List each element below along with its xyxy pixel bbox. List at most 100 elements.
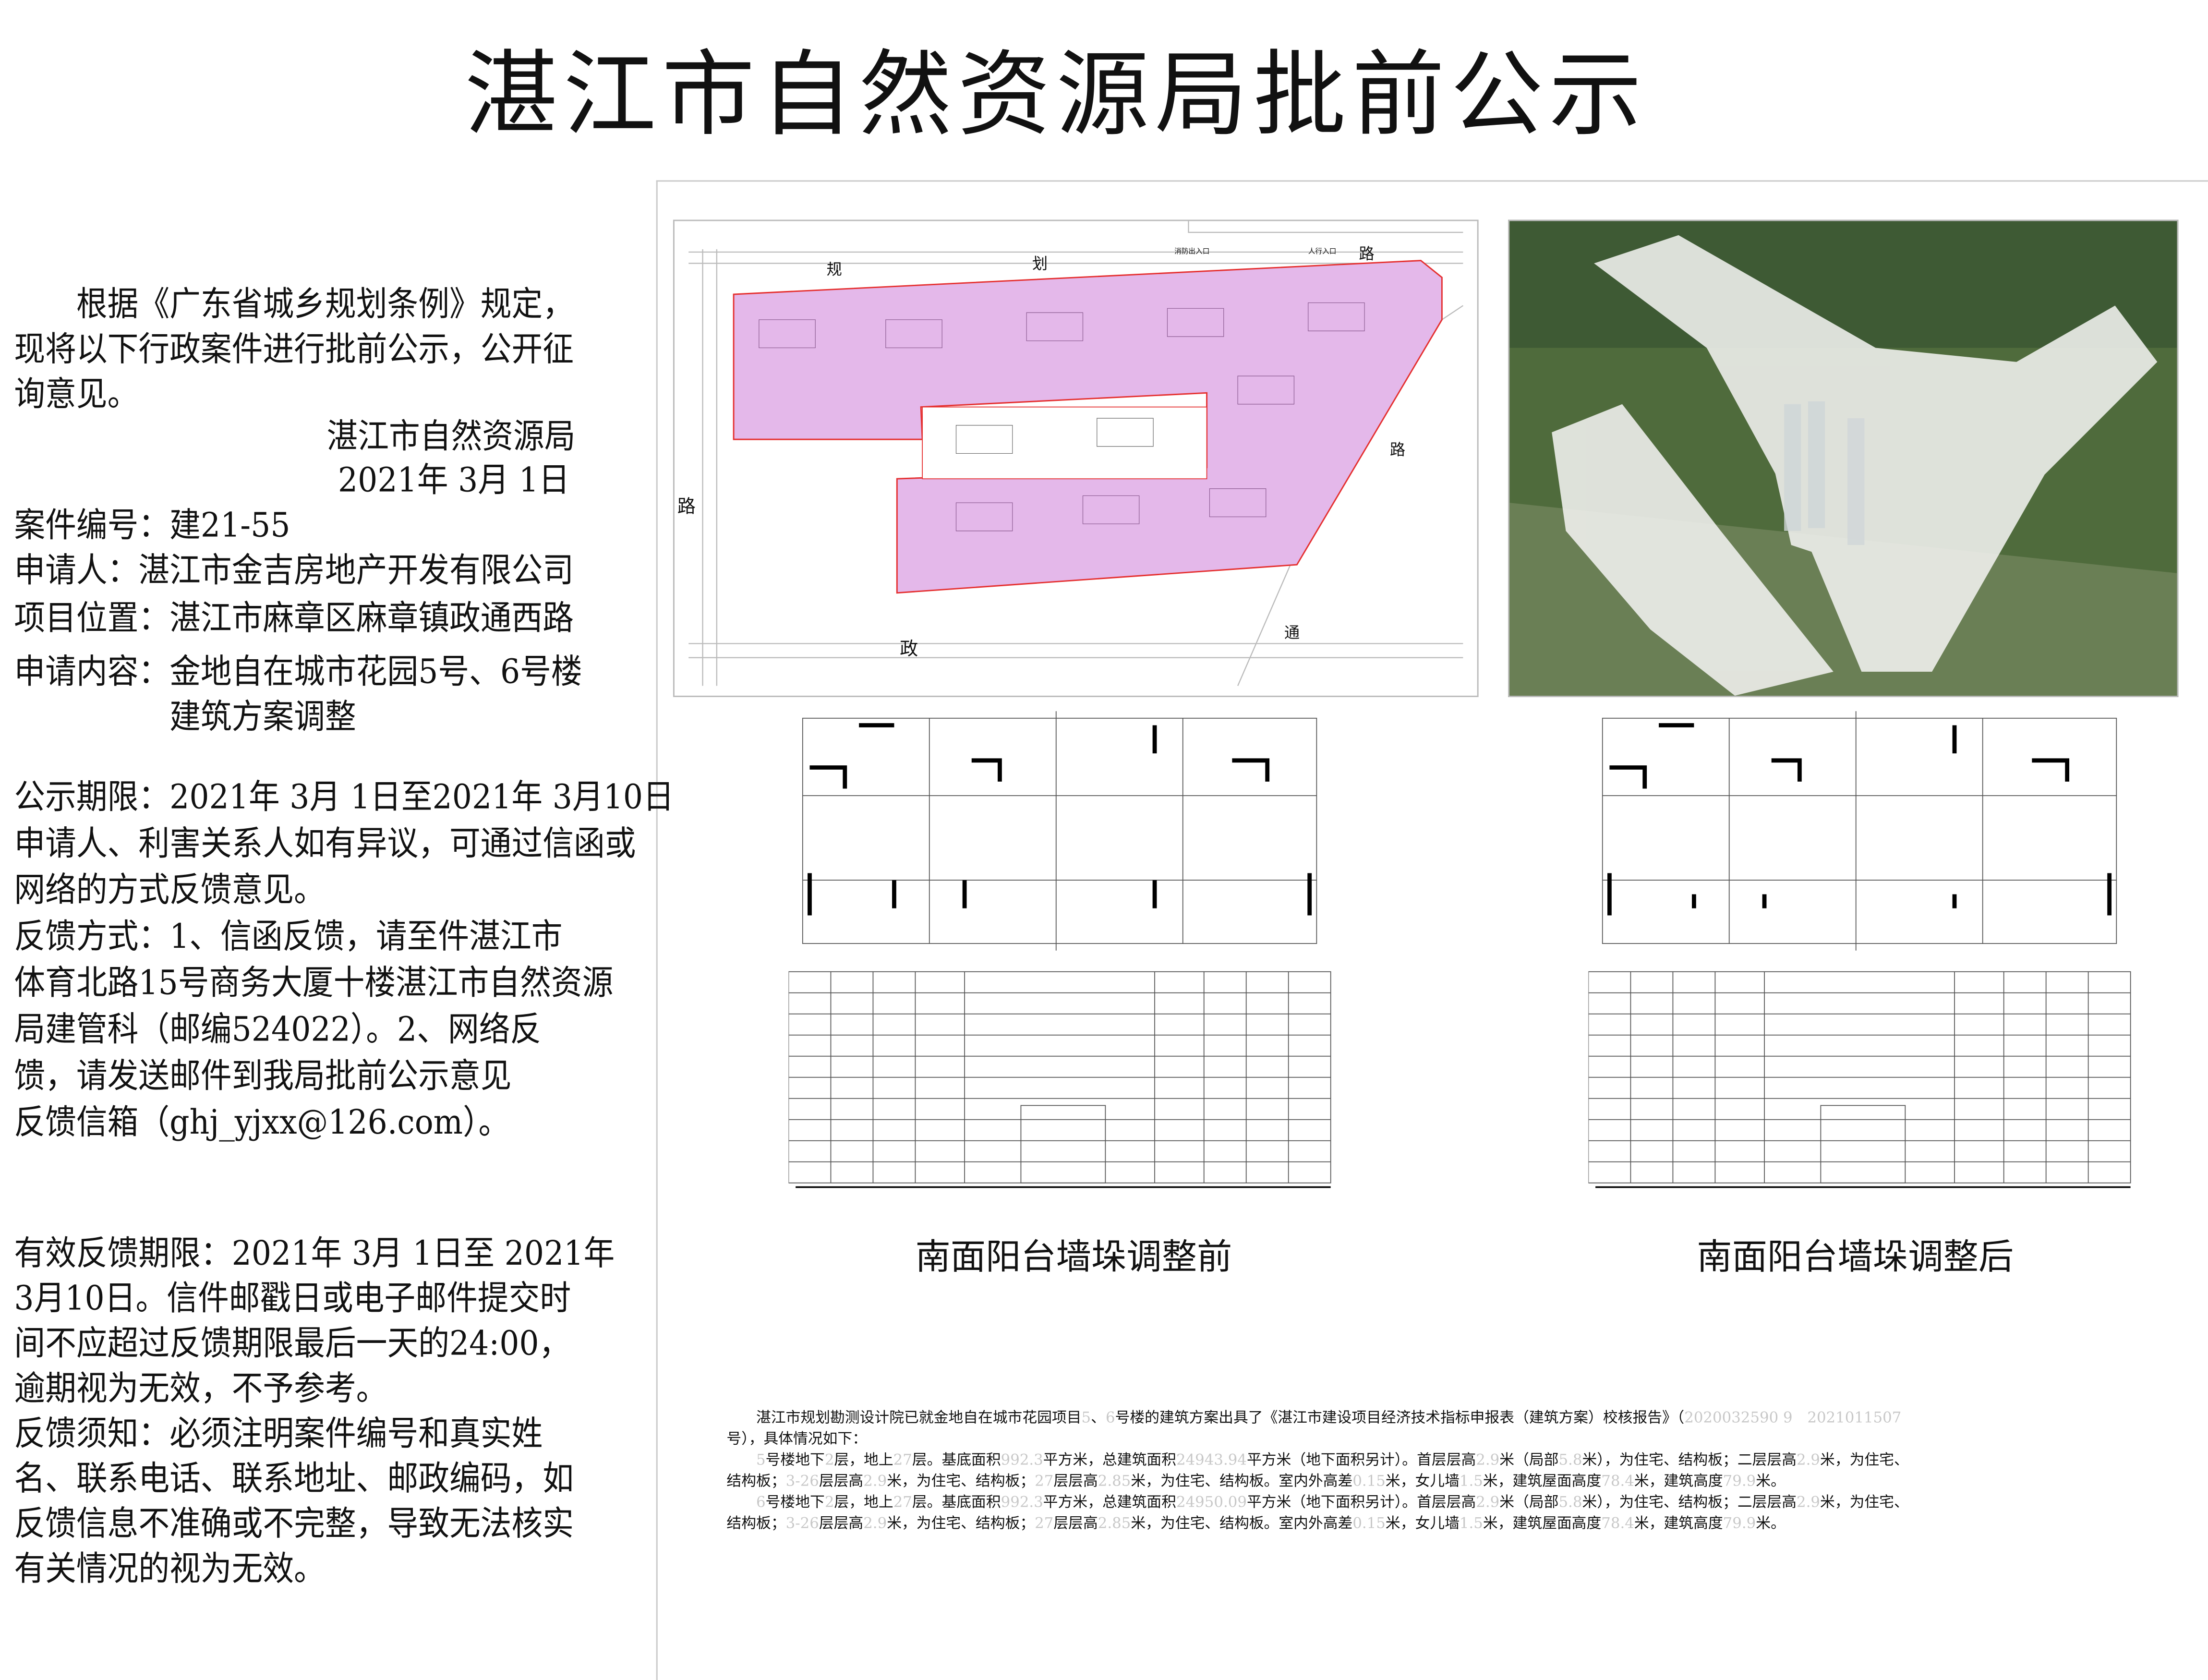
report-text: 米，女儿墙 — [1385, 1473, 1460, 1490]
report-text: 号），具体情况如下： — [726, 1430, 867, 1448]
road-label: 规 — [827, 260, 842, 278]
report-text: 米。 — [1756, 1515, 1786, 1533]
report-text: 平方米，总建筑面积 — [1043, 1494, 1176, 1511]
report-text: 米，女儿墙 — [1385, 1515, 1460, 1533]
report-value: 1.5 — [1459, 1515, 1483, 1533]
text-line: 申请内容：金地自在城市花园5号、6号楼 — [14, 652, 582, 692]
report-value: 2.9 — [1797, 1494, 1820, 1511]
report-value: 2.85 — [1098, 1515, 1131, 1533]
report-value: 1.5 — [1459, 1473, 1483, 1490]
drawing-before — [788, 711, 1331, 1188]
report-text: 米。 — [1756, 1473, 1786, 1490]
text-line: 反馈信息不准确或不完整，导致无法核实 — [14, 1504, 574, 1544]
project-location: 项目位置：湛江市麻章区麻章镇政通西路 — [14, 598, 574, 638]
report-text: 米，为住宅、结构板。室内外高差 — [1131, 1515, 1353, 1533]
report-value: 0.15 — [1352, 1473, 1386, 1490]
text-line: 局建管科（邮编524022）。2、网络反 — [14, 1009, 542, 1050]
report-text: 层层高 — [819, 1473, 864, 1490]
report-value: 5 — [756, 1451, 766, 1469]
elevation — [1588, 971, 2131, 1188]
report-text: 米（局部 — [1499, 1451, 1559, 1469]
text-line: 馈，请发送邮件到我局批前公示意见 — [14, 1056, 512, 1096]
text-line: 公示期限：2021年 3月 1日至2021年 3月10日 — [14, 777, 674, 817]
report-text — [726, 1452, 756, 1469]
report-value: 992.3 — [1001, 1494, 1043, 1511]
report-text — [726, 1494, 756, 1511]
text-line: 有效反馈期限：2021年 3月 1日至 2021年 — [14, 1233, 615, 1273]
report-text: 米，建筑屋面高度 — [1483, 1473, 1602, 1490]
drawing-after — [1588, 711, 2131, 1188]
text-line: 反馈须知：必须注明案件编号和真实姓 — [14, 1414, 543, 1453]
report-text: 号楼的建筑方案出具了《湛江市建设项目经济技术指标申报表（建筑方案）校核报告》（ — [1115, 1409, 1685, 1427]
report-value: 5 — [1081, 1409, 1091, 1427]
road-label: 路 — [1390, 440, 1405, 459]
entrance-label: 人行入口 — [1308, 247, 1337, 255]
text-line: 网络的方式反馈意见。 — [14, 870, 325, 910]
report-value: 27 — [1035, 1515, 1054, 1533]
report-text: 层，地上 — [834, 1451, 893, 1469]
aerial-rendering-image — [1509, 221, 2177, 696]
report-text: 米，建筑高度 — [1634, 1515, 1723, 1533]
report-value: 0.15 — [1352, 1515, 1386, 1533]
text-line: 有关情况的视为无效。 — [14, 1549, 325, 1589]
report-text: 、 — [1091, 1409, 1106, 1427]
report-line: 结构板；3-26层层高2.9米，为住宅、结构板；27层层高2.85米，为住宅、结… — [726, 1472, 2078, 1493]
road-label: 路 — [1359, 245, 1374, 263]
report-value: 79.9 — [1723, 1515, 1756, 1533]
report-line: 湛江市规划勘测设计院已就金地自在城市花园项目5、6号楼的建筑方案出具了《湛江市建… — [726, 1408, 2078, 1429]
text-line: 申请人、利害关系人如有异议，可通过信函或 — [14, 823, 636, 863]
text-line: 间不应超过反馈期限最后一天的24:00， — [14, 1324, 570, 1364]
report-value: 27 — [1035, 1473, 1054, 1490]
report-value: 24950.09 — [1176, 1494, 1247, 1511]
report-value: 27 — [893, 1451, 912, 1469]
feedback-email[interactable]: 反馈信箱（ghj_yjxx@126.com）。 — [14, 1102, 510, 1142]
report-value: 5.8 — [1558, 1451, 1582, 1469]
report-text: 米，为住宅、结构板； — [887, 1515, 1035, 1533]
report-value: 79.9 — [1723, 1473, 1756, 1490]
report-text: 米），为住宅、结构板；二层层高 — [1582, 1494, 1797, 1511]
report-text: 米，为住宅、结构板。室内外高差 — [1131, 1473, 1353, 1490]
report-value: 6 — [1105, 1409, 1115, 1427]
report-value: 78.4 — [1601, 1473, 1634, 1490]
application-content: 申请内容：金地自在城市花园5号、6号楼 建筑方案调整 — [14, 649, 582, 739]
road-label: 政 — [900, 638, 918, 659]
road-label: 路 — [677, 496, 696, 517]
balcony-walls — [1607, 723, 2112, 916]
road-label: 通 — [1284, 624, 1300, 642]
report-text: 层层高 — [819, 1515, 864, 1533]
report-text: 平方米（地下面积另计）。首层层高 — [1246, 1451, 1476, 1469]
report-value: 2020032590 9 2021011507 — [1684, 1409, 1902, 1427]
report-text: 米，为住宅、 — [1820, 1451, 1909, 1469]
report-text: 号楼地下 — [765, 1494, 825, 1511]
report-text: 层层高 — [1053, 1473, 1098, 1490]
report-text: 平方米，总建筑面积 — [1043, 1451, 1176, 1469]
caption-before: 南面阳台墙垛调整前 — [915, 1236, 1232, 1278]
elevation — [788, 971, 1331, 1188]
report-line: 5号楼地下2层，地上27层。基底面积992.3平方米，总建筑面积24943.94… — [726, 1450, 2078, 1472]
report-value: 2.9 — [1476, 1451, 1500, 1469]
text-line: 体育北路15号商务大厦十楼湛江市自然资源 — [14, 963, 614, 1003]
report-value: 3-26 — [785, 1515, 819, 1533]
report-value: 2 — [824, 1494, 834, 1511]
divider-horizontal — [656, 180, 2208, 182]
site-plan-drawing: 规 划 路 路 路 政 通 消防出入口 人行入口 — [677, 221, 1464, 686]
report-value: 2.9 — [863, 1473, 887, 1490]
validity-rules: 有效反馈期限：2021年 3月 1日至 2021年 3月10日。信件邮戳日或电子… — [14, 1231, 615, 1591]
site-plan: 规 划 路 路 路 政 通 消防出入口 人行入口 — [673, 219, 1479, 697]
report-value: 2.9 — [1476, 1494, 1500, 1511]
report-value: 5.8 — [1558, 1494, 1582, 1511]
report-value: 2.85 — [1098, 1473, 1131, 1490]
report-value: 3-26 — [785, 1473, 819, 1490]
report-text: 米，为住宅、 — [1820, 1494, 1909, 1511]
text-line: 反馈方式：1、信函反馈，请至件湛江市 — [14, 917, 563, 956]
report-text: 号楼地下 — [765, 1451, 825, 1469]
report-text: 米（局部 — [1499, 1494, 1559, 1511]
report-text: 米，建筑高度 — [1634, 1473, 1723, 1490]
balcony-walls — [808, 723, 1312, 916]
report-line: 号），具体情况如下： — [726, 1429, 2078, 1450]
issuer: 湛江市自然资源局 — [326, 417, 576, 457]
text-line: 询意见。 — [14, 375, 139, 414]
notice-intro: 根据《广东省城乡规划条例》规定， 现将以下行政案件进行批前公示，公开征 询意见。 — [14, 282, 574, 417]
report-text: 米，建筑屋面高度 — [1483, 1515, 1602, 1533]
